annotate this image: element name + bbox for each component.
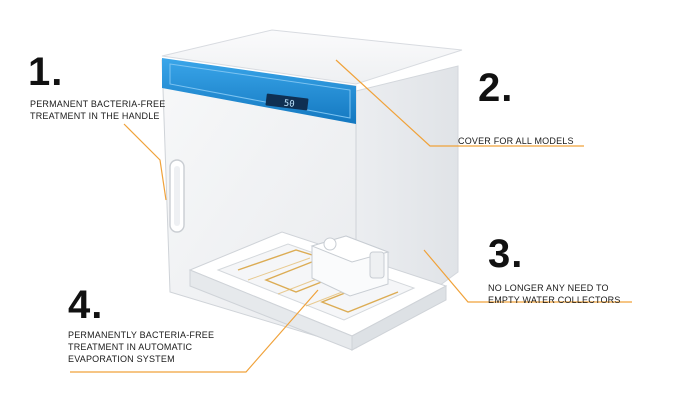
temperature-display bbox=[265, 93, 309, 111]
display-reading: 50 bbox=[283, 99, 295, 110]
leader-line-2 bbox=[335, 59, 584, 147]
leader-line-1 bbox=[123, 123, 167, 201]
callout-4-label: PERMANENTLY BACTERIA-FREE TREATMENT IN A… bbox=[68, 330, 215, 364]
callout-2-number: 2. bbox=[478, 66, 514, 110]
callout-3-number: 3. bbox=[488, 232, 524, 276]
cabinet-top bbox=[161, 29, 463, 85]
callout-1-label: PERMANENT BACTERIA-FREE TREATMENT IN THE… bbox=[30, 99, 166, 121]
callout-1-number: 1. bbox=[28, 50, 64, 94]
leader-line-4 bbox=[70, 289, 319, 373]
evaporation-tray bbox=[216, 243, 416, 321]
leader-line-3 bbox=[423, 249, 632, 303]
leader-lines bbox=[70, 59, 632, 373]
callout-2-label: COVER FOR ALL MODELS bbox=[458, 136, 574, 146]
control-panel-band bbox=[162, 58, 356, 124]
control-panel-inset bbox=[169, 63, 351, 119]
callout-3-label: NO LONGER ANY NEED TO EMPTY WATER COLLEC… bbox=[488, 283, 621, 305]
callout-4-number: 4. bbox=[68, 283, 104, 327]
